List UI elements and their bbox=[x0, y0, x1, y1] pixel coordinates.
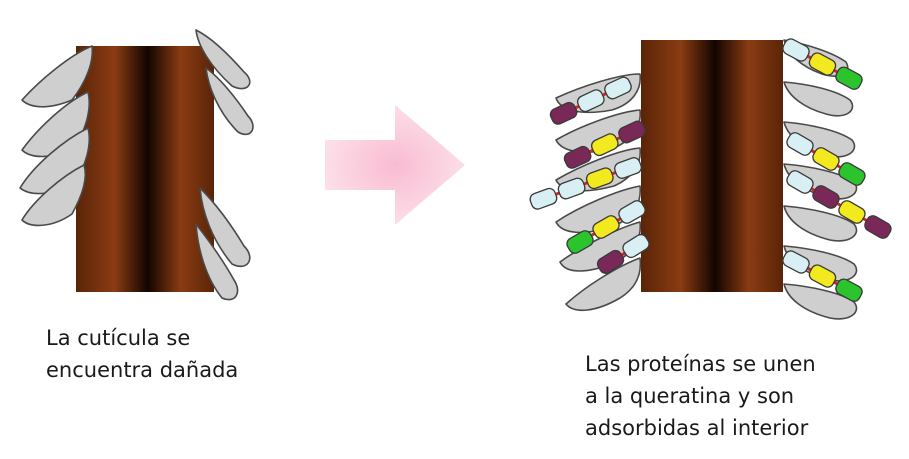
protein-bead bbox=[786, 132, 814, 156]
protein-bead bbox=[618, 120, 646, 144]
protein-bead bbox=[864, 215, 892, 239]
protein-bead bbox=[576, 89, 605, 113]
cuticle-scale bbox=[195, 223, 239, 301]
protein-bead bbox=[563, 145, 592, 169]
protein-bead bbox=[529, 187, 558, 210]
protein-bead bbox=[782, 250, 810, 274]
protein-bead bbox=[585, 167, 614, 190]
cuticle-scale bbox=[783, 205, 858, 242]
caption-line: adsorbidas al interior bbox=[585, 416, 809, 440]
protein-bead bbox=[604, 76, 632, 100]
protein-bead bbox=[808, 264, 837, 288]
caption-line: La cutícula se bbox=[46, 326, 191, 350]
caption-damaged-cuticle: La cutícula se encuentra dañada bbox=[46, 322, 238, 386]
protein-bead bbox=[782, 38, 810, 62]
cuticle-scale bbox=[783, 81, 854, 117]
cuticle-scale bbox=[21, 164, 87, 227]
damaged-hair-strand bbox=[19, 29, 254, 301]
protein-bead bbox=[812, 147, 840, 171]
cuticle-scale bbox=[205, 67, 254, 136]
hair-shaft bbox=[641, 40, 783, 292]
protein-bead bbox=[786, 170, 814, 194]
protein-bead bbox=[838, 200, 866, 224]
protein-bead bbox=[835, 66, 863, 90]
protein-chains bbox=[529, 38, 892, 302]
cuticle-scales-left bbox=[19, 29, 254, 301]
protein-bead bbox=[549, 101, 578, 125]
caption-line: Las proteínas se unen bbox=[585, 352, 816, 376]
protein-bead bbox=[590, 133, 619, 157]
cuticle-scale bbox=[199, 187, 251, 268]
protein-bead bbox=[557, 177, 586, 200]
caption-line: a la queratina y son bbox=[585, 384, 795, 408]
protein-bead bbox=[808, 52, 837, 76]
cuticle-scale bbox=[21, 45, 94, 108]
cuticle-scale bbox=[195, 29, 251, 90]
repaired-hair-strand bbox=[529, 38, 892, 320]
caption-protein-binding: Las proteínas se unen a la queratina y s… bbox=[585, 348, 816, 444]
cuticle-scale bbox=[565, 257, 642, 311]
protein-bead bbox=[838, 162, 866, 186]
protein-bead bbox=[618, 200, 646, 224]
protein-bead bbox=[592, 215, 620, 239]
caption-line: encuentra dañada bbox=[46, 358, 239, 382]
protein-bead bbox=[614, 157, 642, 179]
hair-shaft bbox=[76, 46, 214, 292]
protein-bead bbox=[835, 278, 863, 302]
protein-bead bbox=[566, 230, 594, 254]
cuticle-scale bbox=[783, 283, 858, 320]
process-arrow bbox=[325, 105, 465, 225]
arrow-icon bbox=[325, 105, 465, 225]
protein-bead bbox=[596, 249, 625, 274]
protein-bead bbox=[622, 233, 650, 259]
protein-bead bbox=[812, 185, 840, 209]
